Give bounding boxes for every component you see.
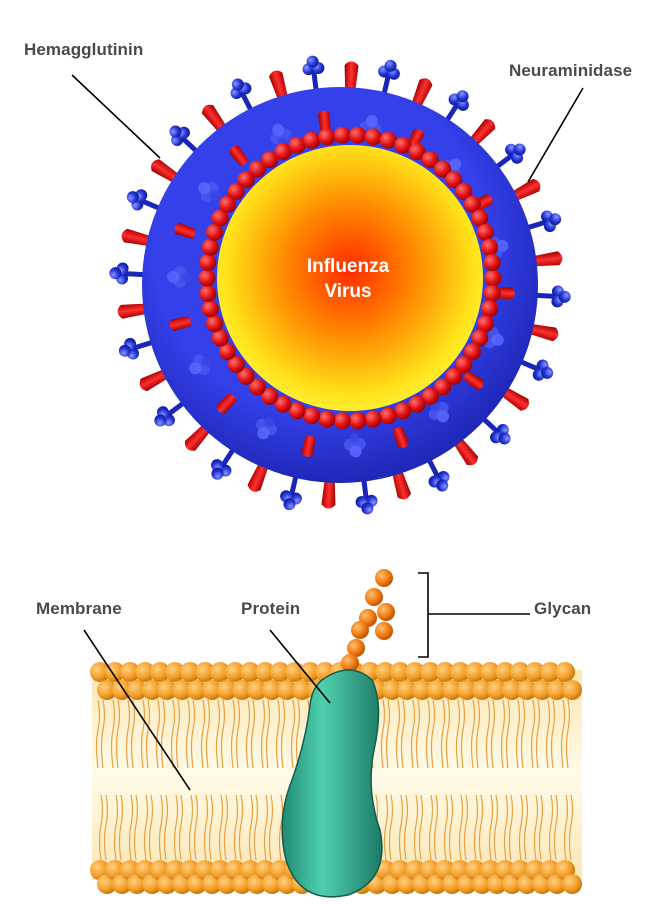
glycan-bead [375,622,393,640]
glycan-bracket [418,573,428,657]
matrix-bead [394,402,411,419]
matrix-bead [380,407,397,424]
matrix-bead [380,132,397,149]
virus-label-line2: Virus [288,280,408,304]
matrix-bead [206,315,223,332]
hemagglutinin-leader [72,75,160,158]
matrix-bead [349,127,366,144]
neuraminidase-label: Neuraminidase [509,61,632,81]
neuraminidase-leader [528,88,583,182]
lipid-head [555,662,575,682]
neuraminidase-spike-icon [533,284,571,308]
matrix-bead [485,270,502,287]
matrix-bead [481,239,498,256]
matrix-bead [199,285,216,302]
matrix-bead [202,239,219,256]
matrix-bead [303,132,320,149]
matrix-bead [318,128,335,145]
matrix-bead [318,411,335,428]
hemagglutinin-label: Hemagglutinin [24,40,143,60]
lipid-head [562,874,582,894]
glycan-bead [375,569,393,587]
glycan-label: Glycan [534,599,591,619]
matrix-bead [202,300,219,317]
glycan-bead [365,588,383,606]
matrix-bead [334,127,351,144]
matrix-bead [199,270,216,287]
matrix-bead [477,224,494,241]
matrix-bead [289,137,306,154]
neuraminidase-spike-icon [109,262,147,286]
matrix-bead [481,300,498,317]
matrix-bead [365,128,382,145]
matrix-bead [484,285,501,302]
virus-label-line1: Influenza [288,255,408,279]
glycan-chain [341,569,395,672]
lipid-head [562,680,582,700]
matrix-bead [334,412,351,429]
hemagglutinin-spike-icon [343,61,359,92]
matrix-bead [349,412,366,429]
membrane-label: Membrane [36,599,122,619]
protein-label: Protein [241,599,300,619]
glycan-bead [377,603,395,621]
matrix-bead [484,254,501,271]
glycan-bead [351,621,369,639]
hemagglutinin-spike-icon [321,478,337,509]
matrix-bead [365,411,382,428]
matrix-bead [303,407,320,424]
matrix-bead [199,254,216,271]
